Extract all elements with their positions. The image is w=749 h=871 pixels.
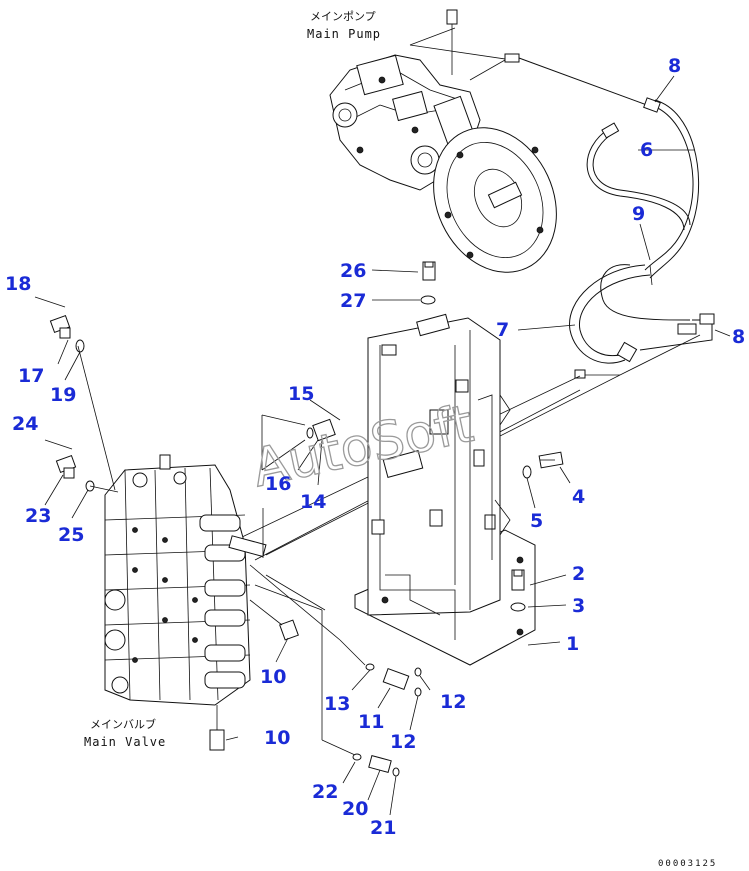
- callout-25: 25: [58, 524, 84, 546]
- callout-4: 4: [572, 486, 585, 508]
- callout-18: 18: [5, 273, 31, 295]
- main-pump-label-jp: メインポンプ: [310, 10, 376, 23]
- leader-lines: [44, 75, 731, 816]
- callout-22: 22: [312, 781, 338, 803]
- mounting-bracket: [354, 313, 536, 666]
- callout-8-top: 8: [668, 55, 681, 77]
- callout-26: 26: [340, 260, 366, 282]
- main-valve-label-en: Main Valve: [84, 735, 166, 749]
- callout-10-lower: 10: [264, 727, 290, 749]
- callout-12-lower: 12: [390, 731, 416, 753]
- callout-2: 2: [572, 563, 585, 585]
- callout-8-right: 8: [732, 326, 745, 348]
- callout-24: 24: [12, 413, 38, 435]
- drawing-code: 00003125: [658, 859, 717, 869]
- callout-3: 3: [572, 595, 585, 617]
- callout-23: 23: [25, 505, 51, 527]
- callout-13: 13: [324, 693, 350, 715]
- callout-15: 15: [288, 383, 314, 405]
- main-valve: [104, 454, 267, 706]
- callout-21: 21: [370, 817, 396, 839]
- callout-14: 14: [300, 491, 326, 513]
- fittings: [34, 296, 422, 777]
- callout-17: 17: [18, 365, 44, 387]
- callout-5: 5: [530, 510, 543, 532]
- callout-20: 20: [342, 798, 368, 820]
- callout-10-upper: 10: [260, 666, 286, 688]
- callout-11: 11: [358, 711, 384, 733]
- callout-6: 6: [640, 139, 653, 161]
- callout-12-upper: 12: [440, 691, 466, 713]
- callout-9: 9: [632, 203, 645, 225]
- callout-1: 1: [566, 633, 579, 655]
- callout-27: 27: [340, 290, 366, 312]
- main-valve-label-jp: メインバルブ: [90, 717, 156, 731]
- main-pump: [329, 9, 557, 273]
- bolts: [420, 261, 564, 612]
- callout-19: 19: [50, 384, 76, 406]
- main-pump-label-en: Main Pump: [307, 27, 381, 41]
- callout-7: 7: [496, 319, 509, 341]
- callout-16: 16: [265, 473, 291, 495]
